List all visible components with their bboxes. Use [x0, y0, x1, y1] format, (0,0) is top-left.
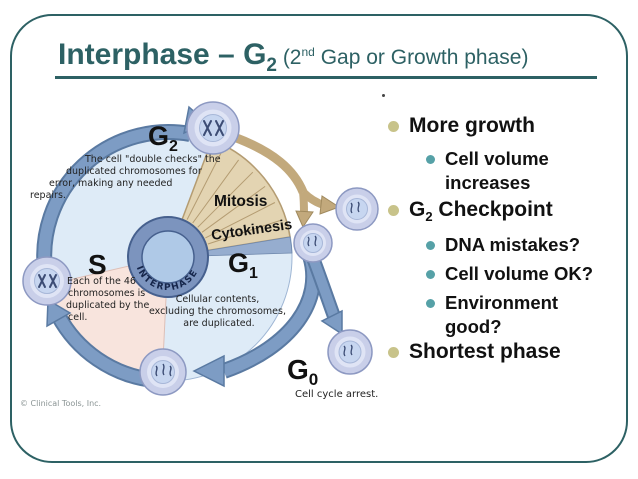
- bullet-marker: [388, 347, 399, 358]
- g2-phase-description: The cell "double checks" the duplicated …: [30, 154, 224, 201]
- arrowhead-to-bottom-cell: [192, 354, 225, 388]
- spindle-lines: [186, 149, 283, 245]
- x-chromosomes-icon: [38, 274, 57, 288]
- title-regular-rest: Gap or Growth phase): [314, 46, 529, 69]
- page-title: Interphase – G2 (2nd Gap or Growth phase…: [58, 38, 529, 76]
- mitosis-exit-arrow: [232, 132, 341, 229]
- bullet-more-growth: More growth: [388, 113, 535, 139]
- x-chromosomes-icon: [203, 120, 224, 136]
- g2-text: G: [409, 198, 426, 221]
- g2-phase-label: G2: [148, 121, 178, 155]
- g1-phase-description: Cellular contents, excluding the chromos…: [149, 294, 289, 329]
- g0-phase-label: G0: [287, 354, 318, 389]
- s-phase-description: Each of the 46 chromosomes is duplicated…: [66, 276, 152, 323]
- g1-phase-label: G1: [228, 248, 258, 282]
- title-subscript: 2: [266, 55, 277, 76]
- chromatin-icon: [307, 235, 317, 247]
- bullet-marker: [388, 205, 399, 216]
- cell-g1s-boundary: [139, 348, 187, 396]
- interphase-ring: INTERPHASE: [127, 216, 209, 298]
- bullet-environment-good: Environment good?: [426, 291, 570, 339]
- bullet-shortest-phase: Shortest phase: [388, 339, 561, 365]
- slide-border-frame: [10, 14, 628, 463]
- bullet-text: Shortest phase: [409, 340, 561, 363]
- cycle-arrows: [36, 105, 343, 388]
- bullet-marker: [388, 121, 399, 132]
- stray-dot: [382, 94, 385, 97]
- arrowhead-to-g0-cell: [320, 309, 343, 336]
- bullet-text: G2 Checkpoint: [409, 197, 553, 225]
- title-superscript: nd: [301, 45, 315, 59]
- bullet-text: More growth: [409, 114, 535, 137]
- bullet-marker: [426, 155, 435, 164]
- title-regular: (2: [276, 46, 302, 69]
- cell-g2m-boundary: [186, 101, 240, 155]
- bullet-dna-mistakes: DNA mistakes?: [426, 233, 625, 257]
- cell-g0: [327, 329, 373, 375]
- bullet-text: Cell volume OK?: [445, 263, 594, 284]
- chromatin-icon: [155, 363, 172, 377]
- chromatin-icon: [350, 201, 360, 214]
- title-underline: [55, 76, 597, 79]
- daughter-cell-2: [335, 187, 379, 231]
- chromatin-icon: [343, 344, 353, 357]
- bullet-marker: [426, 299, 435, 308]
- title-bold: Interphase – G: [58, 38, 267, 71]
- bullet-marker: [426, 270, 435, 279]
- daughter-cell-1: [293, 223, 333, 263]
- bullet-marker: [426, 241, 435, 250]
- g0-phase-description: Cell cycle arrest.: [295, 389, 378, 400]
- bullet-text: Environment good?: [445, 292, 559, 337]
- checkpoint-text: Checkpoint: [432, 198, 553, 221]
- bullet-g2-checkpoint: G2 Checkpoint: [388, 197, 553, 225]
- bullet-cell-volume-increases: Cell volume increases: [426, 147, 565, 195]
- bullet-text: DNA mistakes?: [445, 234, 581, 255]
- mitosis-label: Mitosis: [214, 193, 267, 210]
- bullet-cell-volume-ok: Cell volume OK?: [426, 262, 625, 286]
- s-phase-label: S: [88, 249, 107, 280]
- g2-subscript: 2: [425, 209, 433, 224]
- arrowhead-to-left-cell: [46, 298, 72, 328]
- bullet-text: Cell volume increases: [445, 148, 549, 193]
- cell-sg2-boundary: [22, 256, 72, 306]
- credit-text: © Clinical Tools, Inc.: [20, 399, 101, 408]
